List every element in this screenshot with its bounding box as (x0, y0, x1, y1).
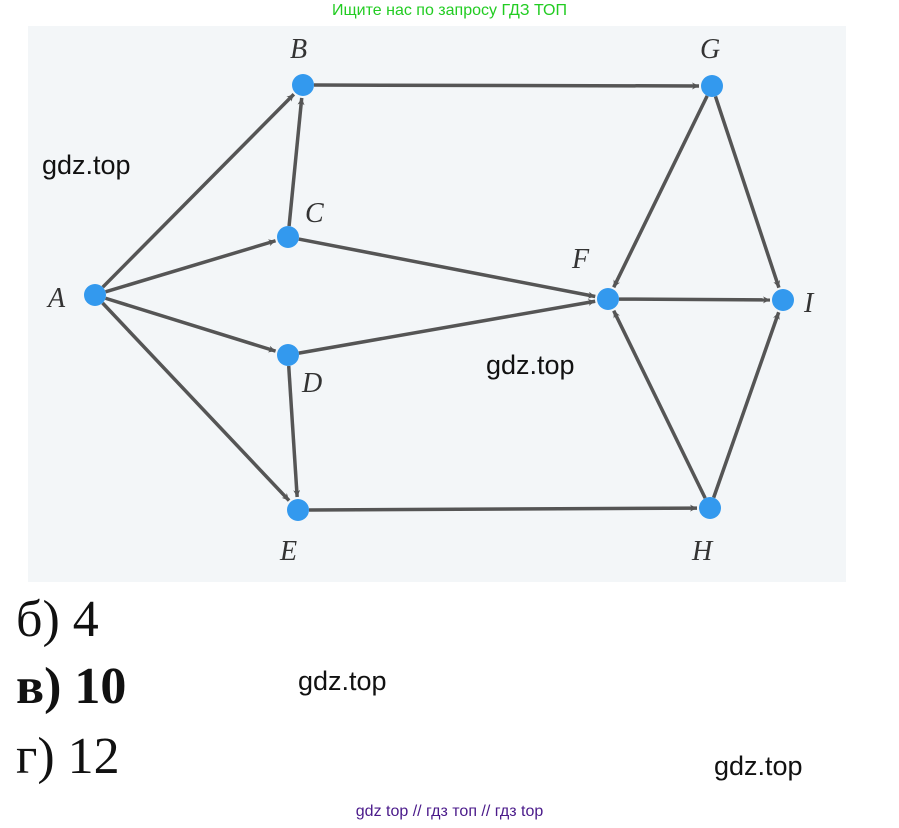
node-label-E: E (279, 536, 297, 567)
node-label-H: H (691, 536, 714, 567)
edge-C-B (287, 97, 305, 227)
node-D (277, 344, 299, 366)
node-label-I: I (803, 288, 815, 319)
node-E (287, 499, 309, 521)
node-A (84, 284, 106, 306)
watermark: gdz.top (714, 751, 803, 781)
answer-g: г) 12 (16, 728, 120, 785)
edge-C-F (298, 237, 596, 299)
node-H (699, 497, 721, 519)
node-C (277, 226, 299, 248)
edge-E-H (308, 504, 698, 512)
answer-v: в) 10 (16, 658, 127, 715)
edge-A-C (105, 239, 277, 294)
edge-H-I (711, 311, 781, 499)
node-label-C: C (305, 198, 324, 229)
edge-G-F (612, 95, 709, 289)
edge-A-E (101, 301, 291, 502)
watermark: gdz.top (298, 666, 387, 696)
edge-H-F (612, 309, 707, 499)
watermark: gdz.top (42, 150, 131, 180)
node-label-D: D (301, 368, 322, 399)
directed-graph: A B C D E F G H I (46, 34, 815, 567)
node-B (292, 74, 314, 96)
watermark: gdz.top (486, 350, 575, 380)
footer-links: gdz top // гдз топ // гдз top (355, 803, 544, 820)
edge-B-G (313, 82, 700, 90)
node-label-B: B (290, 34, 307, 65)
answer-b: б) 4 (16, 591, 99, 648)
edge-G-I (713, 95, 781, 289)
node-I (772, 289, 794, 311)
node-label-G: G (700, 34, 720, 65)
node-label-A: A (46, 283, 66, 314)
edge-A-D (104, 296, 277, 353)
edge-A-B (101, 93, 296, 289)
edge-F-I (618, 296, 771, 304)
node-G (701, 75, 723, 97)
node-F (597, 288, 619, 310)
edge-D-F (298, 298, 596, 355)
figure-background (28, 26, 846, 582)
node-label-F: F (571, 244, 590, 275)
search-hint: Ищите нас по запросу ГДЗ ТОП (332, 2, 567, 19)
edge-D-E (286, 365, 301, 498)
